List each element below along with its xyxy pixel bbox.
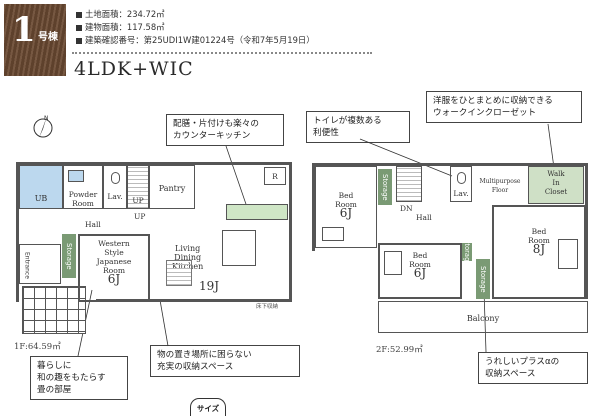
callout-wic: 洋服をひとまとめに収納できる ウォークインクローゼット: [426, 91, 582, 123]
bath-room: UB: [19, 165, 63, 209]
spec-permit-number: 建築確認番号：第25UDI1W建01224号（令和7年5月19日）: [76, 34, 315, 47]
building-number-badge: 1 号棟: [4, 4, 66, 76]
storage-2f-2: Storage: [462, 238, 472, 266]
storage-2f-1: Storage: [378, 169, 392, 205]
bedroom-3: Bed Room 8J: [492, 205, 586, 299]
pantry: Pantry: [149, 165, 195, 209]
callout-kitchen: 配膳・片付けも楽々の カウンターキッチン: [166, 114, 284, 146]
kitchen-counter: [226, 204, 288, 220]
tv-board: [166, 260, 192, 286]
building-number-suffix: 号棟: [38, 32, 58, 43]
stairs-up-label: UP: [134, 212, 146, 221]
walk-in-closet: Walk In Closet: [528, 166, 584, 204]
callout-toilet: トイレが複数ある 利便性: [306, 111, 410, 143]
stairs-2f: [396, 166, 422, 202]
wall: [16, 162, 19, 302]
stairs: UP: [127, 165, 149, 209]
lavatory: Lav.: [103, 165, 127, 209]
building-number: 1: [12, 10, 36, 50]
hall: Hall: [85, 220, 101, 229]
multipurpose-floor: Multipurpose Floor: [479, 178, 521, 194]
storage-2f-3: Storage: [476, 259, 490, 299]
bedroom-2: Bed Room 6J: [378, 243, 462, 299]
wall: [312, 163, 588, 166]
underfloor-storage-note: 床下収納: [256, 304, 279, 310]
wall: [96, 299, 292, 302]
entrance-tiles: [22, 286, 86, 334]
ldk-size: 19J: [199, 279, 220, 293]
hall-2f: Hall: [416, 213, 432, 222]
refrigerator-space: R: [264, 167, 286, 185]
storage-1f: Storage: [62, 234, 76, 278]
lavatory-2f: Lav.: [450, 166, 472, 202]
entrance: Entrance: [19, 244, 61, 284]
callout-storage-ldk: 物の置き場所に困らない 充実の収納スペース: [150, 345, 300, 377]
spec-land-area: 土地面積：234.72㎡: [76, 8, 315, 21]
floor1-area: 1F:64.59㎡: [14, 342, 61, 352]
japanese-room: Western Style Japanese Room 6J: [78, 234, 150, 302]
wall: [312, 163, 315, 251]
balcony: Balcony: [378, 301, 588, 333]
stairs-down-label: DN: [400, 204, 413, 213]
wall: [16, 162, 292, 165]
north-arrow-icon: N: [33, 115, 53, 138]
floor2-area: 2F:52.99㎡: [376, 345, 423, 355]
spec-list: 土地面積：234.72㎡ 建物面積：117.58㎡ 建築確認番号：第25UDI1…: [76, 8, 315, 47]
divider: [72, 52, 372, 54]
layout-type: 4LDK+WIC: [74, 58, 194, 80]
wall: [289, 162, 292, 302]
floor1-plan: UB Powder Room Lav. UP Pantry R Hall UP …: [16, 162, 292, 340]
size-tab[interactable]: サイズ: [190, 398, 226, 416]
spec-building-area: 建物面積：117.58㎡: [76, 21, 315, 34]
callout-tatami: 暮らしに 和の趣をもたらす 畳の部屋: [30, 356, 128, 400]
svg-text:N: N: [44, 115, 49, 122]
bedroom-1: Bed Room 6J: [315, 166, 377, 248]
floor2-plan: Bed Room 6J Storage DN Hall Lav. Multipu…: [312, 163, 588, 341]
callout-storage-plus: うれしいプラスαの 収納スペース: [478, 352, 588, 384]
wall: [585, 163, 588, 299]
powder-room: Powder Room: [63, 165, 103, 209]
dining-table: [222, 230, 256, 266]
